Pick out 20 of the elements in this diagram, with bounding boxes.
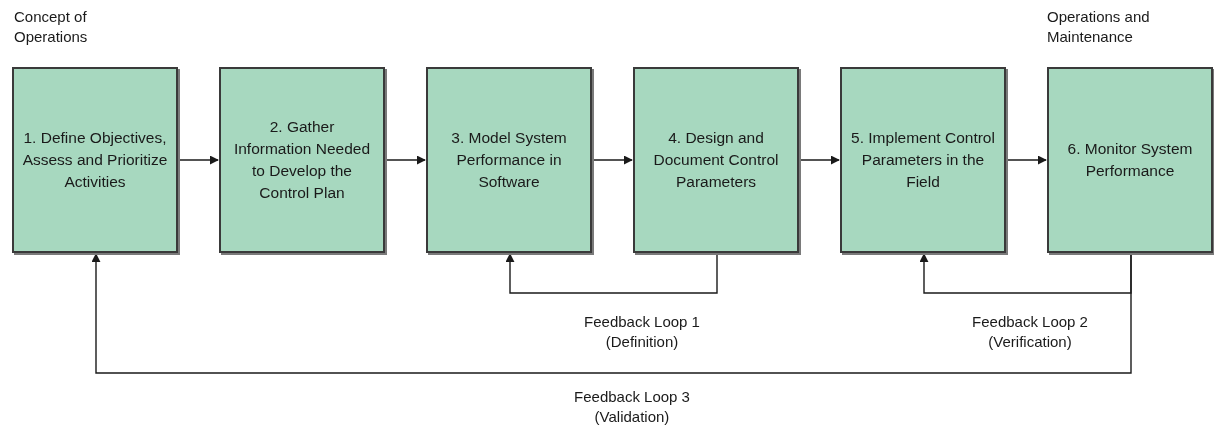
- arrow: [91, 252, 1132, 374]
- arrow: [384, 155, 426, 165]
- arrow: [1005, 155, 1047, 165]
- step-text: 6. Monitor System Performance: [1066, 139, 1194, 181]
- step-text: 2. Gather Information Needed to Develop the Control Plan: [232, 117, 372, 203]
- step-text: 3. Model System Performance in Software: [450, 128, 568, 192]
- arrow: [591, 155, 633, 165]
- process-box: [633, 67, 799, 253]
- stage-heading: Concept of Operations: [14, 7, 89, 47]
- process-box: [840, 67, 1006, 253]
- arrow: [798, 155, 840, 165]
- step-text: 4. Design and Document Control Parameters: [652, 128, 780, 192]
- process-box: [219, 67, 385, 253]
- stage-heading: Operations and Maintenance: [1047, 7, 1151, 47]
- arrow: [177, 155, 219, 165]
- arrow: [505, 252, 718, 294]
- step-text: 1. Define Objectives, Assess and Prioritize Activities: [22, 128, 168, 192]
- arrow: [919, 252, 1132, 294]
- step-text: 5. Implement Control Parameters in the Field: [850, 128, 996, 192]
- process-box: [426, 67, 592, 253]
